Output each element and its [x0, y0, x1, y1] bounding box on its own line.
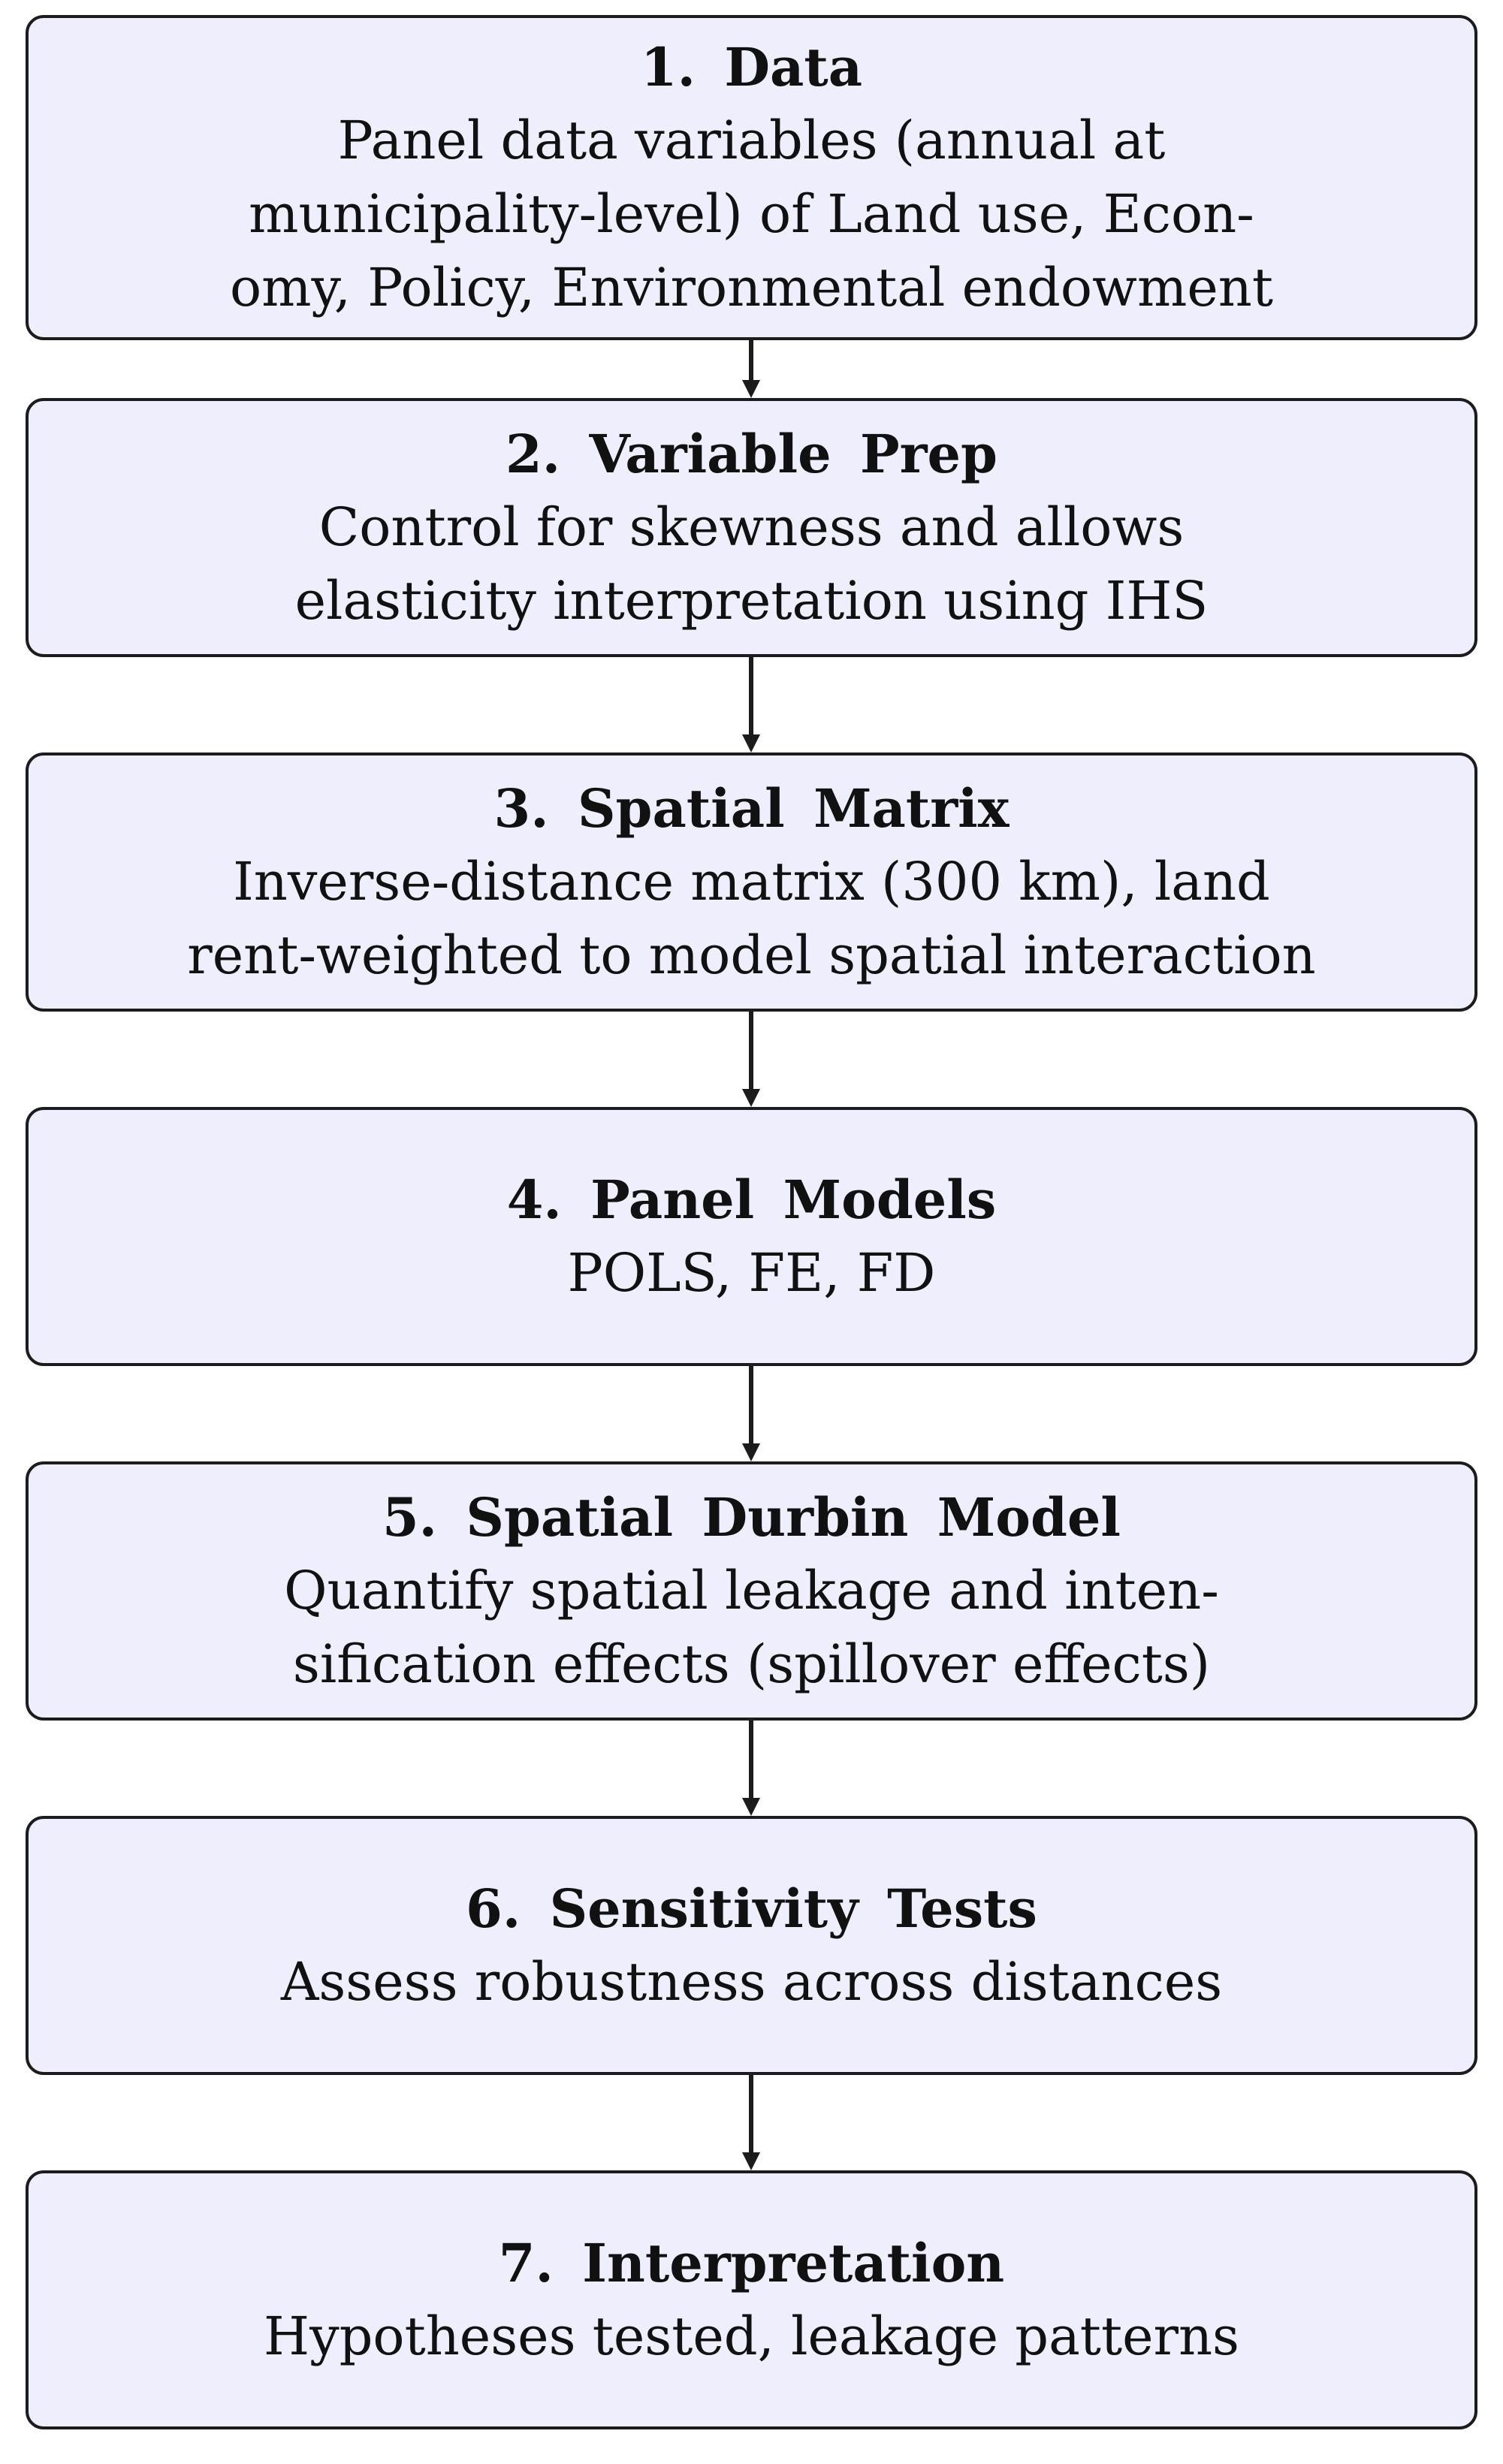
flow-arrow: [742, 1721, 760, 1816]
step-description: Control for skewness and allows elastici…: [295, 490, 1209, 638]
step-box-interpretation: 7. Interpretation Hypotheses tested, lea…: [26, 2170, 1477, 2429]
step-box-spatial-matrix: 3. Spatial Matrix Inverse-distance matri…: [26, 752, 1477, 1012]
step-title: 4. Panel Models: [506, 1168, 997, 1231]
step-title: 1. Data: [640, 35, 863, 98]
step-description: POLS, FE, FD: [568, 1236, 936, 1310]
description-line: Control for skewness and allows: [318, 496, 1185, 558]
flow-arrow: [742, 657, 760, 752]
step-title: 6. Sensitivity Tests: [466, 1877, 1037, 1940]
flow-arrow: [742, 1012, 760, 1107]
step-description: Quantify spatial leakage and inten- sifi…: [284, 1554, 1219, 1701]
step-box-variable-prep: 2. Variable Prep Control for skewness an…: [26, 398, 1477, 657]
step-box-spatial-durbin-model: 5. Spatial Durbin Model Quantify spatial…: [26, 1461, 1477, 1721]
description-line: sification effects (spillover effects): [292, 1633, 1211, 1695]
flow-arrow: [742, 1366, 760, 1461]
step-description: Inverse-distance matrix (300 km), land r…: [187, 845, 1315, 992]
flow-arrow: [742, 340, 760, 398]
description-line: Quantify spatial leakage and inten-: [284, 1559, 1219, 1621]
description-line: Hypotheses tested, leakage patterns: [264, 2305, 1239, 2367]
description-line: Inverse-distance matrix (300 km), land: [233, 850, 1270, 912]
step-title: 7. Interpretation: [498, 2231, 1005, 2294]
step-description: Assess robustness across distances: [281, 1945, 1222, 2019]
description-line: omy, Policy, Environmental endowment: [230, 256, 1273, 318]
step-title: 5. Spatial Durbin Model: [382, 1485, 1121, 1549]
description-line: rent-weighted to model spatial interacti…: [187, 924, 1316, 986]
step-title: 2. Variable Prep: [506, 422, 997, 485]
description-line: municipality-level) of Land use, Econ-: [249, 182, 1254, 245]
step-description: Panel data variables (annual at municipa…: [230, 104, 1273, 324]
step-description: Hypotheses tested, leakage patterns: [264, 2300, 1239, 2373]
flow-arrow: [742, 2075, 760, 2170]
description-line: elasticity interpretation using IHS: [294, 569, 1209, 632]
description-line: Assess robustness across distances: [280, 1950, 1223, 2013]
step-box-sensitivity-tests: 6. Sensitivity Tests Assess robustness a…: [26, 1816, 1477, 2075]
description-line: POLS, FE, FD: [567, 1241, 936, 1304]
step-box-data: 1. Data Panel data variables (annual at …: [26, 15, 1477, 340]
description-line: Panel data variables (annual at: [337, 109, 1166, 171]
step-title: 3. Spatial Matrix: [493, 777, 1010, 840]
step-box-panel-models: 4. Panel Models POLS, FE, FD: [26, 1107, 1477, 1366]
